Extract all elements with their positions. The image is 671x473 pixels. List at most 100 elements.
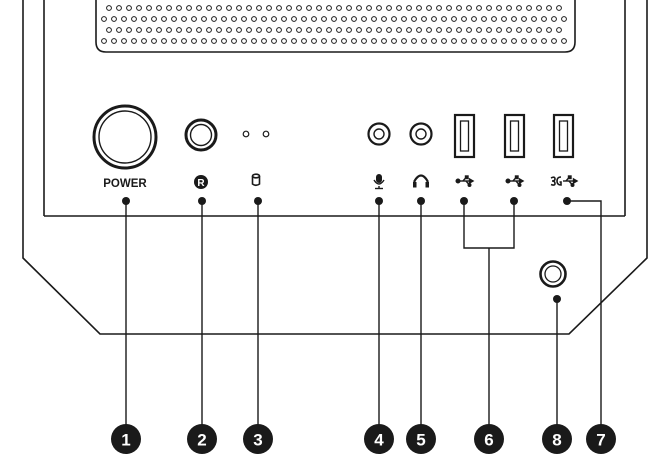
vent-hole [311,16,317,22]
dot-6a [460,197,468,205]
vent-hole [161,38,167,44]
vent-hole [386,27,392,33]
vent-hole [246,5,252,11]
vent-hole [396,5,402,11]
vent-hole [181,38,187,44]
callout-2-number: 2 [197,431,206,450]
vent-hole [451,38,457,44]
dot-4 [375,197,383,205]
vent-hole [556,5,562,11]
vent-hole [461,38,467,44]
vent-hole [321,16,327,22]
vent-hole [426,27,432,33]
reset-button-face [189,123,213,147]
vent-hole [371,16,377,22]
vent-hole [151,38,157,44]
vent-holes [101,5,567,44]
callout-7-number: 7 [596,431,605,450]
power-button[interactable] [92,104,158,170]
vent-hole [361,16,367,22]
hdd-led-icon [251,173,261,187]
dot-6b [510,197,518,205]
vent-hole [266,27,272,33]
vent-hole [481,16,487,22]
vent-hole [196,5,202,11]
usb3-port[interactable] [552,113,575,159]
vent-hole [436,5,442,11]
vent-hole [531,16,537,22]
vent-hole [306,5,312,11]
vent-hole [101,38,107,44]
vent-hole [551,16,557,22]
vent-hole [406,5,412,11]
vent-hole [491,38,497,44]
vent-hole [366,27,372,33]
vent-hole [141,16,147,22]
vent-hole [286,27,292,33]
vent-hole [161,16,167,22]
headphone-jack[interactable] [409,122,433,146]
vent-hole [106,27,112,33]
vent-hole [411,38,417,44]
vent-hole [271,38,277,44]
vent-hole [131,38,137,44]
vent-hole [451,16,457,22]
vent-hole [486,5,492,11]
vent-hole [331,16,337,22]
callout-6-number: 6 [484,431,493,450]
reset-button[interactable] [184,118,218,152]
vent-hole [151,16,157,22]
vent-hole [556,27,562,33]
vent-hole [326,27,332,33]
vent-hole [506,5,512,11]
vent-hole [426,5,432,11]
vent-hole [446,5,452,11]
vent-hole [496,27,502,33]
vent-hole [301,38,307,44]
vent-hole [291,38,297,44]
vent-hole [456,27,462,33]
case-outline [22,0,648,335]
vent-hole [521,38,527,44]
vent-hole [166,27,172,33]
vent-hole [241,16,247,22]
vent-hole [506,27,512,33]
vent-grille [95,0,576,53]
vent-hole [316,27,322,33]
callout-1-number: 1 [121,431,130,450]
callout-4: 4 [364,424,394,454]
vent-hole [376,27,382,33]
vent-hole [511,16,517,22]
usb2-port-b[interactable] [503,113,526,159]
microphone-jack[interactable] [367,122,391,146]
vent-hole [221,38,227,44]
vent-hole [386,5,392,11]
vent-hole [486,27,492,33]
hdd-led [262,130,270,138]
vent-hole [416,5,422,11]
power-label: POWER [103,178,147,190]
vent-hole [261,16,267,22]
vent-hole [411,16,417,22]
callout-8: 8 [542,424,572,454]
vent-hole [221,16,227,22]
vent-hole [341,38,347,44]
vent-hole [111,38,117,44]
vent-hole [171,16,177,22]
vent-hole [321,38,327,44]
led-control-button[interactable] [539,260,567,288]
vent-hole [116,5,122,11]
usb2-port-a[interactable] [453,113,476,159]
vent-hole [201,16,207,22]
vent-hole [271,16,277,22]
vent-hole [106,5,112,11]
microphone-icon [373,174,385,190]
vent-hole [501,38,507,44]
vent-hole [256,5,262,11]
vent-hole [516,27,522,33]
vent-hole [526,27,532,33]
dot-8 [553,295,561,303]
vent-hole [456,5,462,11]
vent-hole [111,16,117,22]
vent-hole [521,16,527,22]
